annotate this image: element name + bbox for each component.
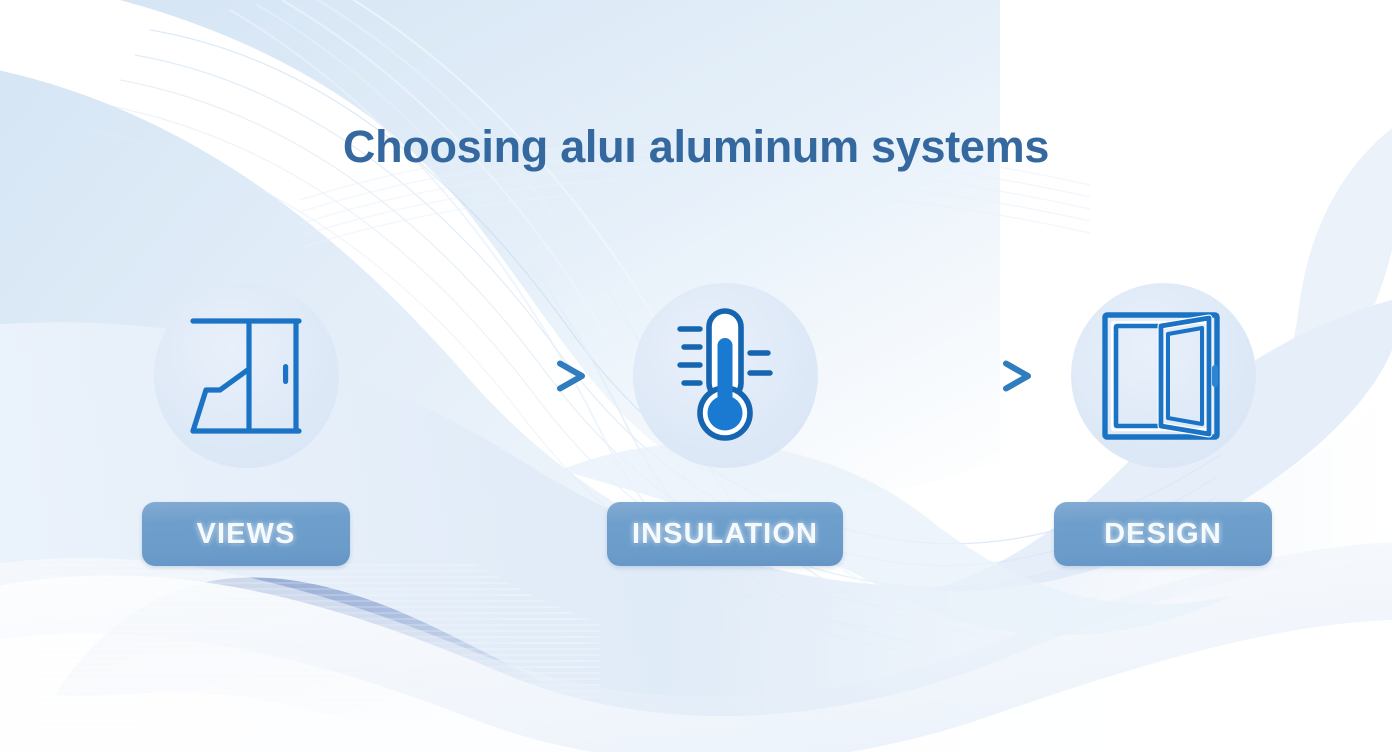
arrow-right-icon-1 [370, 360, 585, 392]
page-title: Choosing aluı aluminum systems [342, 121, 1050, 172]
thermometer-scale-left [677, 325, 703, 386]
step-design-pill[interactable]: DESIGN [1054, 502, 1272, 566]
step-views-icon-circle [153, 283, 339, 468]
step-views[interactable]: VIEWS [142, 283, 350, 566]
step-design[interactable]: DESIGN [1054, 283, 1272, 566]
step-insulation[interactable]: INSULATION [607, 283, 843, 566]
thermometer-scale-right [747, 349, 773, 376]
step-design-icon-circle [1070, 283, 1256, 468]
thermometer-icon [677, 307, 773, 441]
step-views-pill[interactable]: VIEWS [142, 502, 350, 566]
step-design-label: DESIGN [1104, 517, 1222, 550]
arrow-right-icon-2 [812, 360, 1031, 392]
step-insulation-label: INSULATION [631, 517, 819, 550]
sliding-door-icon [190, 317, 302, 434]
window-handle-icon [1212, 364, 1218, 387]
step-insulation-icon-circle [632, 283, 818, 468]
step-insulation-pill[interactable]: INSULATION [607, 502, 843, 566]
step-views-label: VIEWS [196, 517, 296, 550]
door-handle-icon [283, 363, 289, 384]
open-window-icon [1102, 311, 1220, 440]
